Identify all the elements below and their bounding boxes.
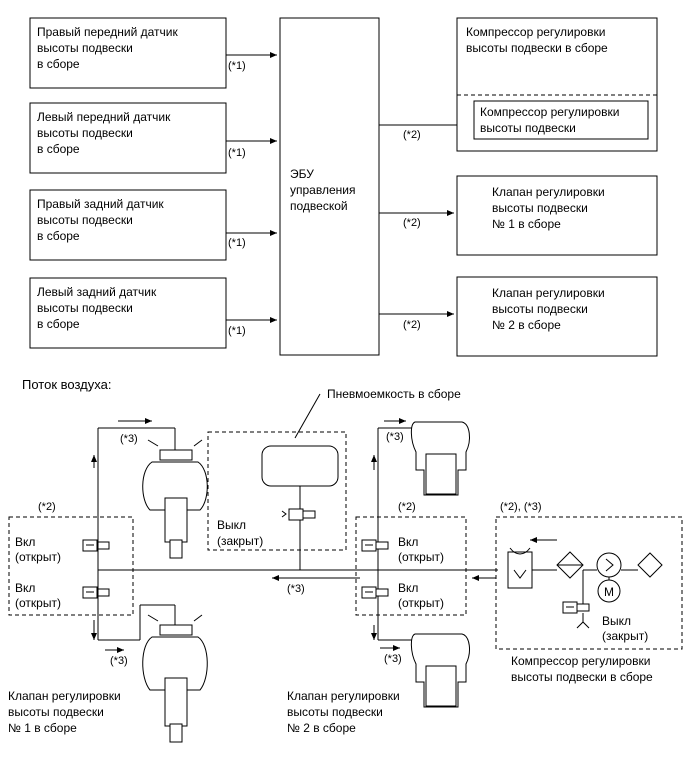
valve-2-airflow-group: (*2) Вкл (открыт) Вкл (открыт) [355,428,467,640]
bottom-label-valve-2: Клапан регулировки высоты подвески № 2 в… [287,689,400,735]
compressor-valve-state-off: Выкл [602,614,631,628]
rear-air-spring-lower: (*3) [371,625,470,708]
label-line: высоты подвески [8,705,104,719]
label-line: Клапан регулировки [8,689,121,703]
ecu-box: ЭБУ управления подвеской [279,17,380,356]
solenoid-valve-icon [82,586,110,599]
ecu-label-line: управления [290,183,355,197]
note-1-label: (*1) [228,60,246,72]
bottom-label-valve-1: Клапан регулировки высоты подвески № 1 в… [8,689,121,735]
sensor-label-line: Левый передний датчик [37,110,171,124]
solenoid-valve-icon [82,539,110,552]
note-1-label: (*1) [228,325,246,337]
compressor-assembly-box: Компрессор регулировки высоты подвески в… [456,17,658,152]
ecu-label-line: ЭБУ [290,167,314,181]
motor-icon [597,579,621,603]
sensor-label-line: в сборе [37,57,80,71]
valve-2-state-on: Вкл [398,535,418,549]
valve-1-state-on: Вкл [15,535,35,549]
ecu-label-line: подвеской [290,199,348,213]
note-2-3-label: (*2), (*3) [500,501,542,513]
sensor-label-line: высоты подвески [37,301,133,315]
pump-icon [596,552,622,578]
label-line: высоты подвески в сборе [511,670,653,684]
air-tank-group: Пневмоемкость в сборе Выкл (закрыт) [207,387,461,570]
valve-2-label-line: № 2 в сборе [492,318,561,332]
bottom-label-compressor: Компрессор регулировки высоты подвески в… [511,654,653,684]
compressor-inner-label-line: Компрессор регулировки [480,105,619,119]
sensor-label-line: высоты подвески [37,213,133,227]
note-2-label: (*2) [398,501,416,513]
front-suspension-strut-upper: (*3) [91,418,208,559]
sensor-label-line: в сборе [37,229,80,243]
label-line: № 2 в сборе [287,721,356,735]
sensor-label-line: Правый задний датчик [37,197,164,211]
compressor-inner-box [473,100,649,140]
label-line: № 1 в сборе [8,721,77,735]
valve-1-box: Клапан регулировки высоты подвески № 1 в… [456,175,658,256]
airflow-title: Поток воздуха: [22,377,111,392]
sensor-label-line: высоты подвески [37,41,133,55]
note-2-label: (*2) [403,319,421,331]
note-3-label: (*3) [384,653,402,665]
sensor-box-rf: Правый передний датчик высоты подвески в… [29,17,227,89]
valve-1-label-line: № 1 в сборе [492,217,561,231]
rear-air-spring-upper: (*3) [371,418,470,496]
motor-symbol: M [604,585,614,599]
label-line: Компрессор регулировки [511,654,650,668]
solenoid-valve-icon [361,539,389,552]
sensor-label-line: в сборе [37,142,80,156]
valve-1-state-open: (открыт) [15,596,61,610]
solenoid-valve-icon [281,508,316,521]
sensor-label-line: в сборе [37,317,80,331]
note-3-label: (*3) [120,433,138,445]
valve-2-state-open: (открыт) [398,550,444,564]
sensor-box-lr: Левый задний датчик высоты подвески в сб… [29,277,227,349]
valve-1-label-line: высоты подвески [492,201,588,215]
sensor-box-rr: Правый задний датчик высоты подвески в с… [29,189,227,261]
valve-2-state-open: (открыт) [398,596,444,610]
compressor-valve-state-closed: (закрыт) [602,629,648,643]
label-line: высоты подвески [287,705,383,719]
note-3-label: (*3) [110,655,128,667]
tank-valve-state-off: Выкл [217,518,246,532]
sensor-box-lf: Левый передний датчик высоты подвески в … [29,102,227,174]
note-1-label: (*1) [228,147,246,159]
valve-2-state-on: Вкл [398,581,418,595]
compressor-airflow-group: (*2), (*3) M Выкл (закрыт) [495,501,683,650]
solenoid-valve-icon [361,586,389,599]
compressor-assy-label-line: Компрессор регулировки [466,25,605,39]
note-3-label: (*3) [287,583,305,595]
valve-2-label-line: высоты подвески [492,302,588,316]
tank-valve-state-closed: (закрыт) [217,534,263,548]
front-suspension-strut-lower: (*3) [91,604,208,743]
note-2-label: (*2) [38,501,56,513]
note-2-label: (*2) [403,217,421,229]
tank-label: Пневмоемкость в сборе [327,387,461,401]
valve-2-label-line: Клапан регулировки [492,286,605,300]
sensor-label-line: Левый задний датчик [37,285,157,299]
label-line: Клапан регулировки [287,689,400,703]
sensor-label-line: высоты подвески [37,126,133,140]
valve-2-box: Клапан регулировки высоты подвески № 2 в… [456,276,658,357]
sensor-to-ecu-arrows: (*1) (*1) (*1) (*1) [226,52,277,337]
air-tank-icon [261,445,339,487]
solenoid-valve-icon [562,601,590,629]
valve-1-state-on: Вкл [15,581,35,595]
sensor-label-line: Правый передний датчик [37,25,178,39]
compressor-assy-label-line: высоты подвески в сборе [466,41,608,55]
compressor-inner-label-line: высоты подвески [480,121,576,135]
valve-1-label-line: Клапан регулировки [492,185,605,199]
valve-1-state-open: (открыт) [15,550,61,564]
note-3-label: (*3) [386,431,404,443]
inlet-filter-icon [637,552,663,578]
note-1-label: (*1) [228,237,246,249]
valve-1-airflow-group: (*2) Вкл (открыт) Вкл (открыт) [8,428,134,640]
note-2-label: (*2) [403,129,421,141]
